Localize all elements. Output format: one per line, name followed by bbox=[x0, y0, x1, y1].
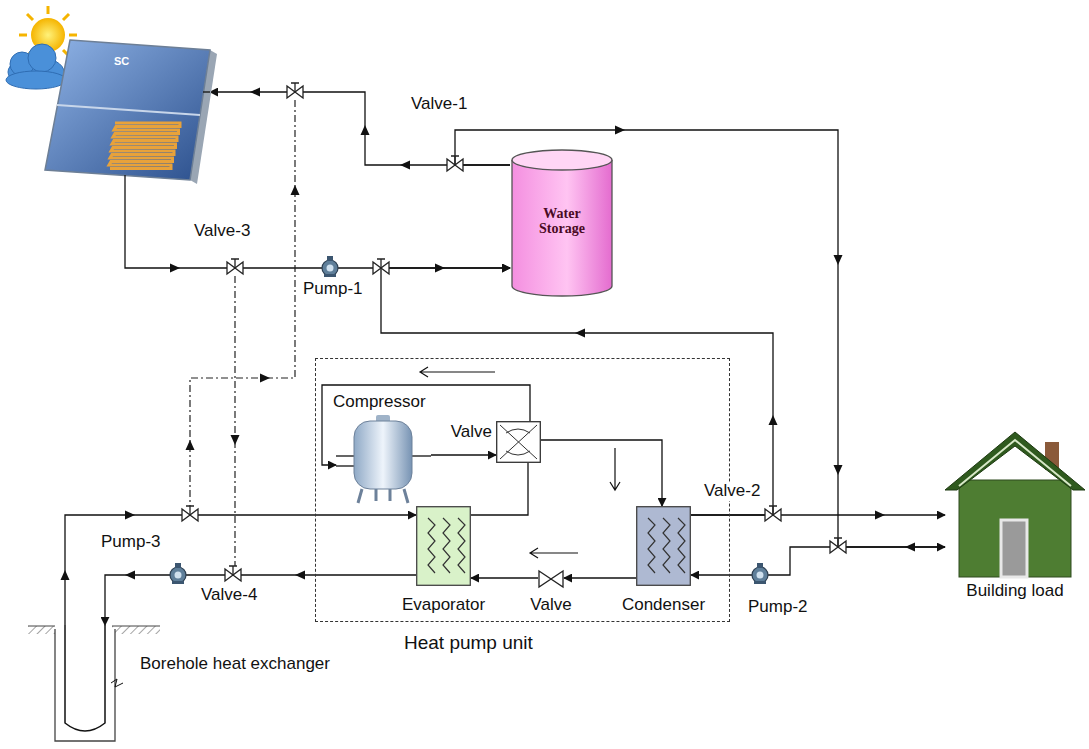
water-storage-tank: Water Storage bbox=[510, 148, 614, 298]
house-roof bbox=[945, 432, 1085, 490]
heat-exchanger-shape bbox=[636, 506, 691, 586]
exchanger-coil bbox=[458, 518, 465, 573]
pipe-stub bbox=[410, 455, 431, 456]
tank-body bbox=[512, 160, 612, 296]
component-label: Borehole heat exchanger bbox=[140, 655, 330, 674]
pipe-stub bbox=[203, 91, 210, 92]
component-label: Water Storage bbox=[520, 206, 604, 237]
compressor-legs bbox=[358, 489, 408, 503]
cloud-icon bbox=[6, 44, 66, 89]
valve-symbols bbox=[182, 83, 846, 581]
exchanger-box bbox=[417, 507, 471, 586]
exchanger-coil bbox=[678, 518, 685, 573]
compressor-body bbox=[354, 421, 412, 489]
dash-dot-line bbox=[234, 276, 235, 566]
exchanger-coil bbox=[648, 518, 655, 573]
pipe-connector bbox=[105, 575, 416, 625]
evaporator: Evaporator bbox=[416, 506, 471, 586]
pipe-connector bbox=[455, 130, 945, 547]
exchanger-coil bbox=[443, 518, 450, 573]
reversing-valve: Valve bbox=[496, 421, 541, 463]
component-label: Evaporator bbox=[402, 596, 485, 615]
pipe-connector bbox=[431, 454, 496, 455]
heat-exchanger-shape bbox=[416, 506, 471, 586]
ground-line bbox=[28, 626, 55, 627]
pipe-stub bbox=[336, 455, 356, 456]
dash-dot-line bbox=[190, 100, 295, 506]
tank-top bbox=[512, 150, 612, 170]
component-label: Compressor bbox=[333, 393, 426, 412]
valve-arcs bbox=[506, 429, 530, 455]
component-label: Valve bbox=[530, 596, 571, 615]
collector-divider bbox=[57, 105, 200, 115]
roof-trim bbox=[959, 440, 1071, 486]
pipe-connector bbox=[210, 92, 510, 165]
ground-hatch bbox=[112, 626, 160, 634]
pipe-connector bbox=[125, 185, 510, 268]
pipe-connector bbox=[564, 577, 636, 578]
exchanger-coil bbox=[663, 518, 670, 573]
pipe-connector bbox=[471, 577, 538, 578]
component-label: Heat pump unit bbox=[404, 633, 533, 654]
u-tube bbox=[65, 625, 105, 731]
house-shape bbox=[945, 428, 1085, 578]
valve-label: Valve-3 bbox=[193, 222, 251, 241]
pipe-connector bbox=[541, 440, 662, 506]
solar-collector: SC bbox=[40, 35, 210, 185]
borehole-shape bbox=[45, 625, 120, 743]
expansion-valve: Valve bbox=[538, 570, 564, 588]
valve-label: Valve-4 bbox=[200, 586, 258, 605]
component-label: Building load bbox=[966, 582, 1063, 601]
four-way-valve-shape bbox=[496, 421, 541, 463]
component-label: Condenser bbox=[622, 596, 705, 615]
heat-pump-unit-box: Heat pump unitCompressorValveEvaporatorV… bbox=[315, 358, 730, 622]
valve-box bbox=[497, 422, 541, 463]
exchanger-box bbox=[637, 507, 691, 586]
valve-bowtie bbox=[539, 571, 563, 587]
valve-cross bbox=[500, 425, 537, 459]
pipe-connector bbox=[381, 268, 773, 515]
compressor: Compressor bbox=[336, 393, 431, 506]
borehole: Borehole heat exchanger bbox=[45, 625, 120, 743]
valve-label: Valve-1 bbox=[410, 95, 468, 114]
house-door bbox=[1001, 520, 1027, 577]
pipe-stub bbox=[336, 465, 356, 466]
break-mark bbox=[111, 679, 123, 687]
valve-label: Valve-2 bbox=[703, 482, 761, 501]
exchanger-coil bbox=[428, 518, 435, 573]
expansion-valve-shape bbox=[538, 570, 564, 588]
pipe-connector bbox=[471, 463, 528, 515]
pipe-stub bbox=[124, 175, 125, 185]
ground-line bbox=[112, 626, 160, 627]
component-label: SC bbox=[114, 55, 129, 67]
ground-hatch bbox=[28, 626, 55, 634]
pump-label: Pump-2 bbox=[747, 598, 809, 617]
pump-label: Pump-3 bbox=[100, 533, 162, 552]
component-label: Valve bbox=[451, 423, 492, 442]
building: Building load bbox=[945, 428, 1085, 578]
collector-glass bbox=[45, 40, 210, 180]
pump-label: Pump-1 bbox=[302, 280, 364, 299]
house-wall bbox=[959, 480, 1071, 577]
condenser: Condenser bbox=[636, 506, 691, 586]
pipe-connector bbox=[65, 515, 416, 625]
borehole-wall bbox=[55, 629, 115, 741]
collector-coil bbox=[109, 123, 180, 169]
